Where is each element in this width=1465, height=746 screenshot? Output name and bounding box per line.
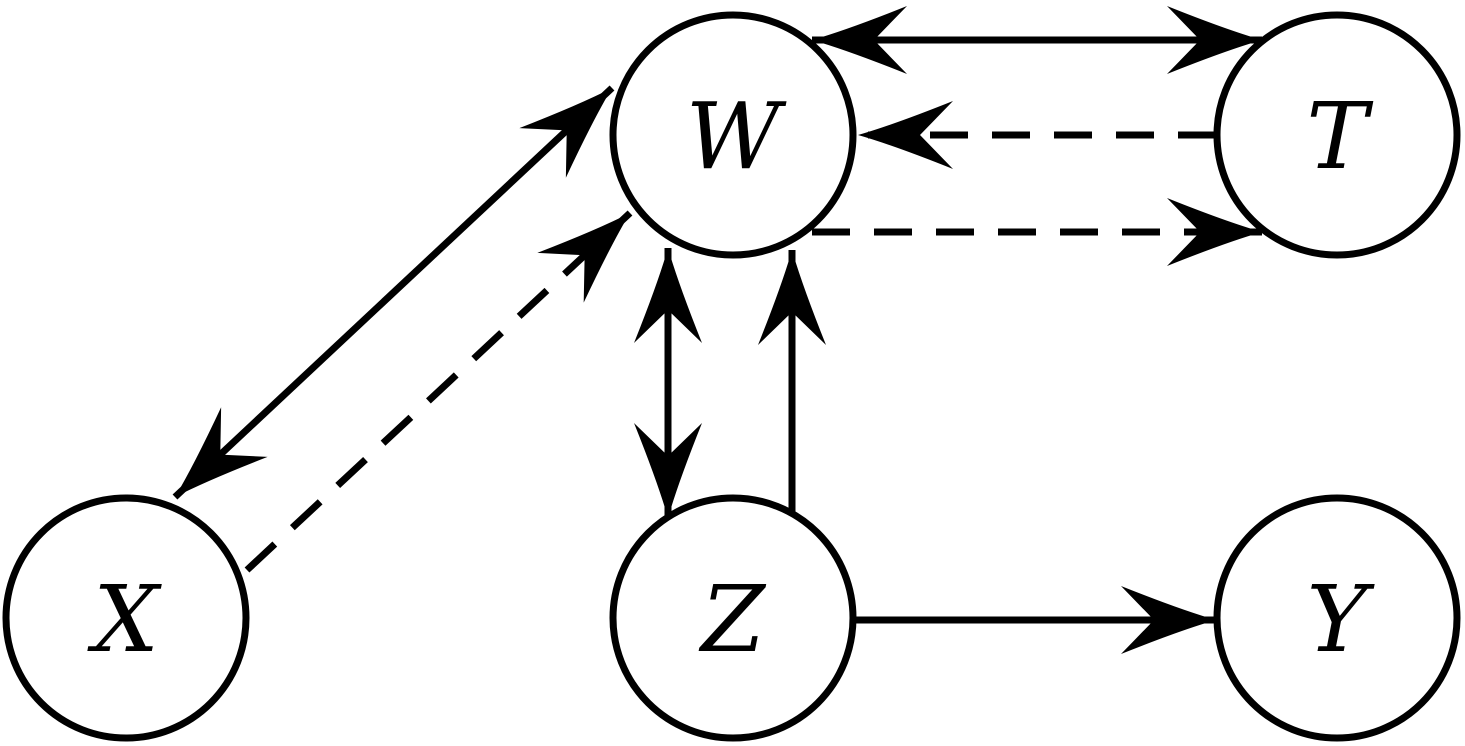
- edges-layer: [172, 6, 1262, 654]
- edge-w-z-solid[interactable]: [634, 248, 702, 518]
- edge-x-w-dashed-line: [244, 210, 633, 573]
- node-w-label: W: [686, 83, 787, 190]
- edge-x-w-solid-line: [172, 85, 615, 500]
- node-y-circle: [1213, 494, 1461, 742]
- node-w[interactable]: W: [609, 11, 857, 259]
- node-t[interactable]: T: [1213, 11, 1461, 259]
- edge-x-w-solid-arrowhead-start: [175, 407, 268, 497]
- edge-w-t-solid-arrowhead-end: [1167, 6, 1262, 74]
- node-y[interactable]: Y: [1213, 494, 1461, 742]
- node-t-circle: [1213, 11, 1461, 259]
- edge-w-t-dashed[interactable]: [812, 198, 1262, 266]
- edge-w-t-solid[interactable]: [812, 6, 1262, 74]
- node-z-circle: [609, 494, 857, 742]
- edge-t-w-dashed-arrowhead-end: [858, 101, 953, 169]
- edge-w-t-dashed-arrowhead-end: [1167, 198, 1262, 266]
- node-x-label: X: [87, 566, 162, 673]
- edge-w-z-solid-arrowhead-start: [634, 248, 702, 343]
- node-t-label: T: [1306, 83, 1373, 190]
- edge-x-w-dashed-arrowhead-end: [537, 213, 630, 303]
- nodes-layer: W T X Z Y: [2, 11, 1461, 742]
- edge-x-w-solid[interactable]: [172, 85, 615, 500]
- node-w-circle: [609, 11, 857, 259]
- edge-w-z-solid-arrowhead-end: [634, 423, 702, 518]
- edge-z-w-solid-arrowhead-end: [758, 250, 826, 345]
- edge-w-t-solid-arrowhead-start: [812, 6, 907, 74]
- node-z[interactable]: Z: [609, 494, 857, 742]
- edge-t-w-dashed[interactable]: [858, 101, 1216, 169]
- edge-z-y-solid-arrowhead-end: [1121, 586, 1216, 654]
- node-x-circle: [2, 494, 250, 742]
- node-y-label: Y: [1307, 566, 1376, 673]
- node-x[interactable]: X: [2, 494, 250, 742]
- edge-z-y-solid[interactable]: [856, 586, 1216, 654]
- edge-z-w-solid[interactable]: [758, 250, 826, 520]
- edge-x-w-dashed[interactable]: [244, 210, 633, 573]
- node-z-label: Z: [698, 566, 767, 673]
- edge-x-w-solid-arrowhead-end: [519, 88, 612, 178]
